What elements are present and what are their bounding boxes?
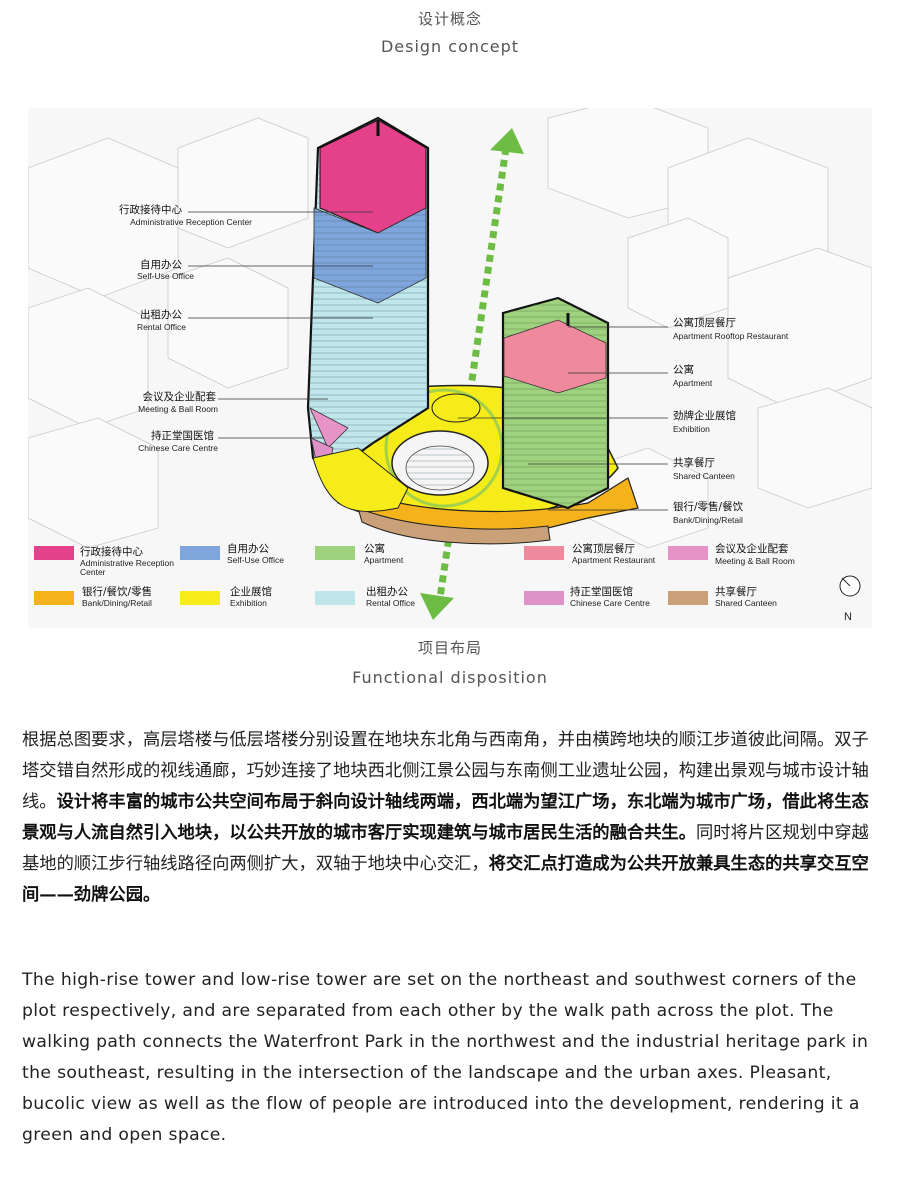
callout-apartment-en: Apartment (673, 378, 713, 388)
legend-exhibition-en: Exhibition (230, 598, 267, 608)
legend-apartment-cn: 公寓 (364, 542, 385, 555)
right-callouts (458, 326, 668, 511)
legend-swatch-bank (34, 591, 74, 605)
callout-rental-cn: 出租办公 (140, 308, 182, 321)
design-concept-caption-en: Design concept (380, 37, 520, 56)
english-paragraph: The high-rise tower and low-rise tower a… (22, 970, 869, 1145)
legend-selfuse-en: Self-Use Office (227, 555, 284, 565)
legend-apartment-en: Apartment (364, 555, 404, 565)
landscape-axis-arrow (420, 128, 524, 620)
legend-chinesecare-en: Chinese Care Centre (570, 598, 650, 608)
legend-swatch-reception (34, 546, 74, 560)
left-callouts (188, 211, 373, 439)
low-rise-tower (501, 296, 610, 510)
callout-exhibition-cn: 劲牌企业展馆 (673, 409, 736, 422)
north-label: N (844, 611, 852, 623)
context-buildings (28, 108, 872, 549)
chinese-paragraph: 根据总图要求，高层塔楼与低层塔楼分别设置在地块东北角与西南角，并由横跨地块的顺江… (22, 725, 880, 911)
legend-swatch-chinesecare (524, 591, 564, 605)
callout-selfuse-en: Self-Use Office (137, 271, 194, 281)
callout-rooftop-cn: 公寓顶层餐厅 (673, 316, 736, 329)
legend-reception-en1: Administrative Reception (80, 558, 174, 568)
callout-meeting-cn: 会议及企业配套 (143, 390, 217, 403)
callout-meeting-en: Meeting & Ball Room (138, 404, 218, 414)
legend-rooftop-en: Apartment Restaurant (572, 555, 656, 565)
legend-swatch-apartment (315, 546, 355, 560)
legend-canteen-cn: 共享餐厅 (715, 585, 757, 598)
paragraph-cn-bold2: 将交汇点打造成为公共开放兼具生态的共享交互空间——劲牌公园。 (22, 854, 869, 905)
functional-disposition-caption-cn: 项目布局 (417, 639, 482, 657)
legend-bank-cn: 银行/餐饮/零售 (82, 585, 152, 598)
callout-chinesecare-en: Chinese Care Centre (138, 443, 218, 453)
legend-swatch-rooftop (524, 546, 564, 560)
paragraph-cn-part2: 同时将片区规划中穿越基地的顺江步行轴线路径向两侧扩大，双轴于地块中心交汇， (22, 823, 869, 874)
design-concept-caption-cn: 设计概念 (417, 10, 482, 28)
legend-swatch-canteen (668, 591, 708, 605)
legend-reception-en2: Center (80, 567, 106, 577)
legend-swatch-exhibition (180, 591, 220, 605)
callout-rooftop-en: Apartment Rooftop Restaurant (673, 331, 789, 341)
legend-exhibition-cn: 企业展馆 (230, 585, 272, 598)
legend-meeting-cn: 会议及企业配套 (715, 542, 789, 555)
callout-exhibition-en: Exhibition (673, 424, 710, 434)
legend-canteen-en: Shared Canteen (715, 598, 777, 608)
north-arrow-icon: N (839, 575, 861, 623)
callout-selfuse-cn: 自用办公 (140, 258, 182, 271)
legend-chinesecare-cn: 持正堂国医馆 (570, 585, 633, 598)
legend-bank-en: Bank/Dining/Retail (82, 598, 152, 608)
functional-disposition-caption-en: Functional disposition (352, 668, 548, 687)
legend-selfuse-cn: 自用办公 (227, 542, 269, 555)
callout-chinesecare-cn: 持正堂国医馆 (151, 429, 214, 442)
legend-rental-en: Rental Office (366, 598, 415, 608)
paragraph-cn-part1: 根据总图要求，高层塔楼与低层塔楼分别设置在地块东北角与西南角，并由横跨地块的顺江… (22, 730, 869, 812)
legend-rental-cn: 出租办公 (366, 585, 408, 598)
legend-swatch-meeting (668, 546, 708, 560)
callout-reception-en: Administrative Reception Center (130, 217, 252, 227)
legend-swatch-rental (315, 591, 355, 605)
callout-rental-en: Rental Office (137, 322, 186, 332)
callout-reception-cn: 行政接待中心 (119, 203, 182, 216)
callout-apartment-cn: 公寓 (673, 363, 694, 376)
high-rise-tower (306, 116, 430, 512)
paragraph-cn-bold1: 设计将丰富的城市公共空间布局于斜向设计轴线两端，西北端为望江广场，东北端为城市广… (22, 792, 869, 843)
callout-bank-cn: 银行/零售/餐饮 (673, 500, 744, 513)
callout-canteen-en: Shared Canteen (673, 471, 735, 481)
legend-reception-cn: 行政接待中心 (80, 545, 143, 558)
legend: 行政接待中心 Administrative Reception Center 自… (34, 542, 795, 608)
callout-bank-en: Bank/Dining/Retail (673, 515, 743, 525)
legend-swatch-selfuse (180, 546, 220, 560)
legend-meeting-en: Meeting & Ball Room (715, 556, 795, 566)
callout-canteen-cn: 共享餐厅 (673, 456, 715, 469)
legend-rooftop-cn: 公寓顶层餐厅 (572, 542, 635, 555)
functional-disposition-diagram: 行政接待中心 Administrative Reception Center 自… (28, 108, 872, 628)
